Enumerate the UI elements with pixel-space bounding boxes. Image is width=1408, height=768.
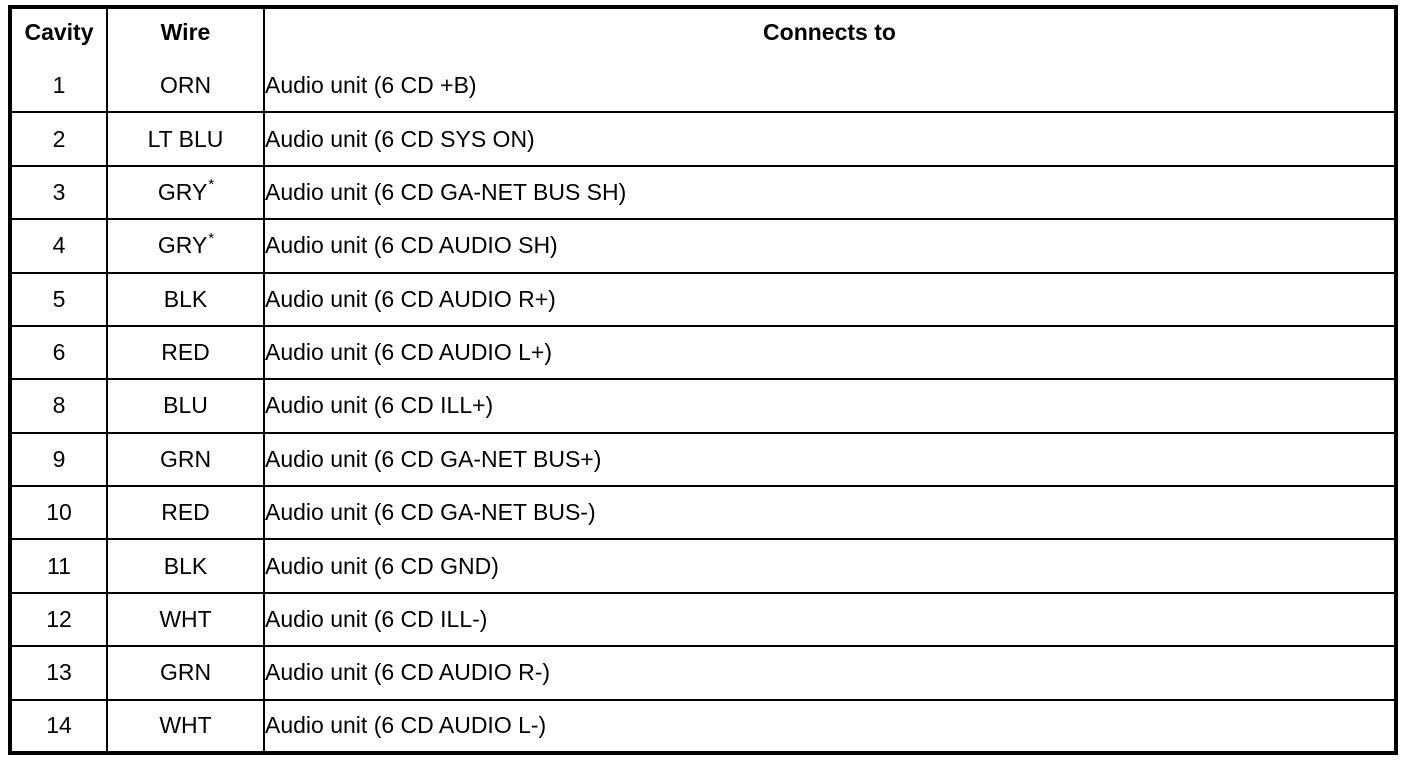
cell-cavity: 9 [10,432,108,488]
wire-color-label: GRY [157,178,208,205]
table-row: 12 WHT Audio unit (6 CD ILL-) [10,592,1396,648]
column-header-cavity: Cavity [10,7,108,59]
table-row: 10 RED Audio unit (6 CD GA-NET BUS-) [10,486,1396,541]
table-row: 11 BLK Audio unit (6 CD GND) [10,539,1396,594]
cell-connects-to: Audio unit (6 CD AUDIO L-) [264,699,1396,753]
table-row: 5 BLK Audio unit (6 CD AUDIO R+) [10,272,1396,327]
cell-connects-to: Audio unit (6 CD AUDIO L+) [264,325,1396,381]
table-row: 8 BLU Audio unit (6 CD ILL+) [10,379,1396,434]
connector-cavity-table: Cavity Wire Connects to 1 ORN Audio unit (… [8,5,1398,755]
cell-wire: GRY* [107,219,265,274]
cell-cavity: 1 [10,59,108,114]
cell-cavity: 14 [10,699,108,753]
column-header-wire: Wire [107,7,265,59]
cell-wire: BLK [107,539,265,594]
wire-color-label: RED [161,339,210,366]
cell-wire: BLK [107,272,265,327]
wire-color-label: ORN [159,71,212,98]
table-header-row: Cavity Wire Connects to [10,7,1396,59]
cell-connects-to: Audio unit (6 CD GA-NET BUS SH) [264,165,1396,221]
wire-color-label: GRN [159,445,212,472]
table-row: 13 GRN Audio unit (6 CD AUDIO R-) [10,646,1396,701]
cell-cavity: 2 [10,112,108,167]
wire-color-label: BLU [163,392,208,419]
cell-wire: RED [107,486,265,541]
cell-wire: GRY* [107,165,265,221]
cell-connects-to: Audio unit (6 CD SYS ON) [264,112,1396,167]
table-row: 9 GRN Audio unit (6 CD GA-NET BUS+) [10,432,1396,488]
cell-connects-to: Audio unit (6 CD GA-NET BUS+) [264,432,1396,488]
table-header: Cavity Wire Connects to [10,7,1396,59]
cell-wire: GRN [107,646,265,701]
cell-connects-to: Audio unit (6 CD AUDIO R-) [264,646,1396,701]
wire-color-label: BLK [163,285,208,312]
wire-footnote-asterisk: * [208,229,215,247]
cell-connects-to: Audio unit (6 CD GND) [264,539,1396,594]
cell-cavity: 5 [10,272,108,327]
cell-connects-to: Audio unit (6 CD +B) [264,59,1396,114]
wire-color-label: BLK [163,552,208,579]
cell-cavity: 10 [10,486,108,541]
cell-connects-to: Audio unit (6 CD ILL+) [264,379,1396,434]
wire-color-label: WHT [159,605,212,632]
cell-wire: WHT [107,699,265,753]
cell-connects-to: Audio unit (6 CD ILL-) [264,592,1396,648]
table-row: 6 RED Audio unit (6 CD AUDIO L+) [10,325,1396,381]
cell-connects-to: Audio unit (6 CD AUDIO R+) [264,272,1396,327]
wire-color-label: GRY [157,232,208,259]
cell-wire: LT BLU [107,112,265,167]
cell-cavity: 11 [10,539,108,594]
table-body: 1 ORN Audio unit (6 CD +B) 2 LT BLU Audio uni… [10,59,1396,753]
wire-color-label: LT BLU [147,125,224,152]
wire-footnote-asterisk: * [208,176,215,194]
table-row: 1 ORN Audio unit (6 CD +B) [10,59,1396,114]
wire-color-label: RED [161,499,210,526]
wire-color-label: WHT [159,712,212,739]
cell-cavity: 6 [10,325,108,381]
cell-wire: RED [107,325,265,381]
cell-cavity: 3 [10,165,108,221]
cell-wire: BLU [107,379,265,434]
cell-wire: GRN [107,432,265,488]
wire-color-label: GRN [159,659,212,686]
column-header-connects-to: Connects to [264,7,1396,59]
cell-connects-to: Audio unit (6 CD GA-NET BUS-) [264,486,1396,541]
cell-wire: ORN [107,59,265,114]
cell-cavity: 13 [10,646,108,701]
cell-cavity: 12 [10,592,108,648]
cell-cavity: 8 [10,379,108,434]
cell-wire: WHT [107,592,265,648]
table-row: 2 LT BLU Audio unit (6 CD SYS ON) [10,112,1396,167]
cell-connects-to: Audio unit (6 CD AUDIO SH) [264,219,1396,274]
cell-cavity: 4 [10,219,108,274]
table-row: 14 WHT Audio unit (6 CD AUDIO L-) [10,699,1396,753]
